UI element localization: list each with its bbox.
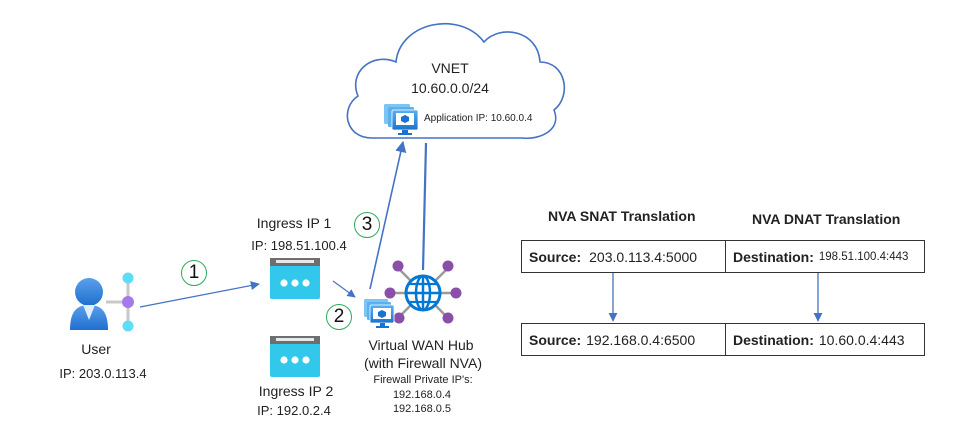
snat-after-cell: Source: 192.168.0.4:6500 (522, 324, 726, 355)
ingress-2-ip: IP: 192.0.2.4 (257, 403, 331, 418)
arrow-step-3 (369, 140, 407, 290)
dnat-header: NVA DNAT Translation (752, 211, 901, 227)
source-value-before: 203.0.113.4:5000 (589, 248, 698, 265)
vnet-title: VNET (431, 60, 469, 76)
source-key: Source: (529, 331, 582, 348)
user-label: User (81, 341, 111, 357)
hub-vnet-connector (421, 142, 428, 271)
nat-before-row: Source: 203.0.113.4:5000 Destination: 19… (521, 240, 925, 273)
step-3-marker: 3 (354, 212, 380, 238)
dnat-after-cell: Destination: 10.60.0.4:443 (726, 324, 924, 355)
ingress-2-icon (270, 336, 320, 377)
source-key: Source: (529, 248, 582, 265)
ingress-1-label: Ingress IP 1 (256, 215, 332, 231)
firewall-private-ip-1: 192.168.0.4 (392, 389, 452, 401)
destination-key: Destination: (733, 331, 814, 348)
source-value-after: 192.168.0.4:6500 (586, 331, 696, 348)
firewall-nva-vm-icon (364, 299, 395, 328)
user-ip: IP: 203.0.113.4 (59, 366, 147, 381)
arrow-step-2 (332, 280, 356, 298)
hub-subtitle: (with Firewall NVA) (364, 355, 482, 371)
nat-after-row: Source: 192.168.0.4:6500 Destination: 10… (521, 323, 925, 356)
user-icon (70, 272, 134, 332)
arrow-step-1 (139, 281, 260, 308)
step-1-marker: 1 (181, 260, 207, 286)
snat-header: NVA SNAT Translation (548, 208, 696, 224)
destination-value-after: 10.60.0.4:443 (818, 331, 905, 348)
snat-before-cell: Source: 203.0.113.4:5000 (522, 241, 726, 272)
virtual-wan-hub-icon (384, 260, 462, 324)
dnat-before-cell: Destination: 198.51.100.4:443 (726, 241, 924, 272)
destination-value-before: 198.51.100.4:443 (818, 250, 909, 263)
vnet-cidr: 10.60.0.0/24 (411, 80, 489, 96)
hub-title: Virtual WAN Hub (368, 337, 474, 353)
ingress-2-label: Ingress IP 2 (258, 383, 334, 399)
firewall-private-ips-label: Firewall Private IP's: (373, 374, 473, 386)
step-2-marker: 2 (326, 304, 352, 330)
ingress-1-ip: IP: 198.51.100.4 (251, 238, 347, 253)
application-vm-icon (384, 104, 419, 135)
destination-key: Destination: (733, 248, 814, 265)
application-ip-label: Application IP: 10.60.0.4 (424, 113, 533, 124)
ingress-1-icon (270, 258, 320, 299)
firewall-private-ip-2: 192.168.0.5 (392, 403, 452, 415)
